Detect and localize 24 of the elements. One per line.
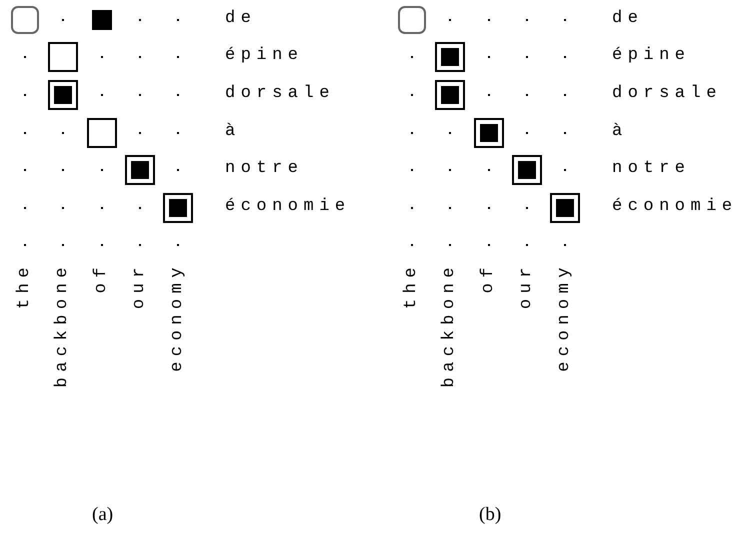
column-word: backbone <box>54 262 71 388</box>
row-word: épine <box>225 47 304 64</box>
row-word: notre <box>612 160 691 177</box>
column-word: of <box>93 262 110 294</box>
row-word: dorsale <box>612 85 722 102</box>
row-word: de <box>612 10 644 27</box>
panel-label: (b) <box>479 505 502 524</box>
column-word: the <box>403 262 420 310</box>
column-word: backbone <box>441 262 458 388</box>
column-word: economy <box>169 262 186 372</box>
row-word: de <box>225 10 256 27</box>
row-word: économie <box>225 198 351 215</box>
panel-label: (a) <box>92 505 114 524</box>
row-word: économie <box>612 198 738 215</box>
row-word: épine <box>612 47 691 64</box>
column-word: our <box>518 262 535 310</box>
row-word: dorsale <box>225 85 335 102</box>
row-word: à <box>612 123 628 140</box>
row-word: à <box>225 123 241 140</box>
column-word: economy <box>556 262 573 372</box>
column-word: of <box>480 262 497 294</box>
column-word: the <box>16 262 33 310</box>
column-word: our <box>131 262 148 310</box>
row-word: notre <box>225 160 304 177</box>
